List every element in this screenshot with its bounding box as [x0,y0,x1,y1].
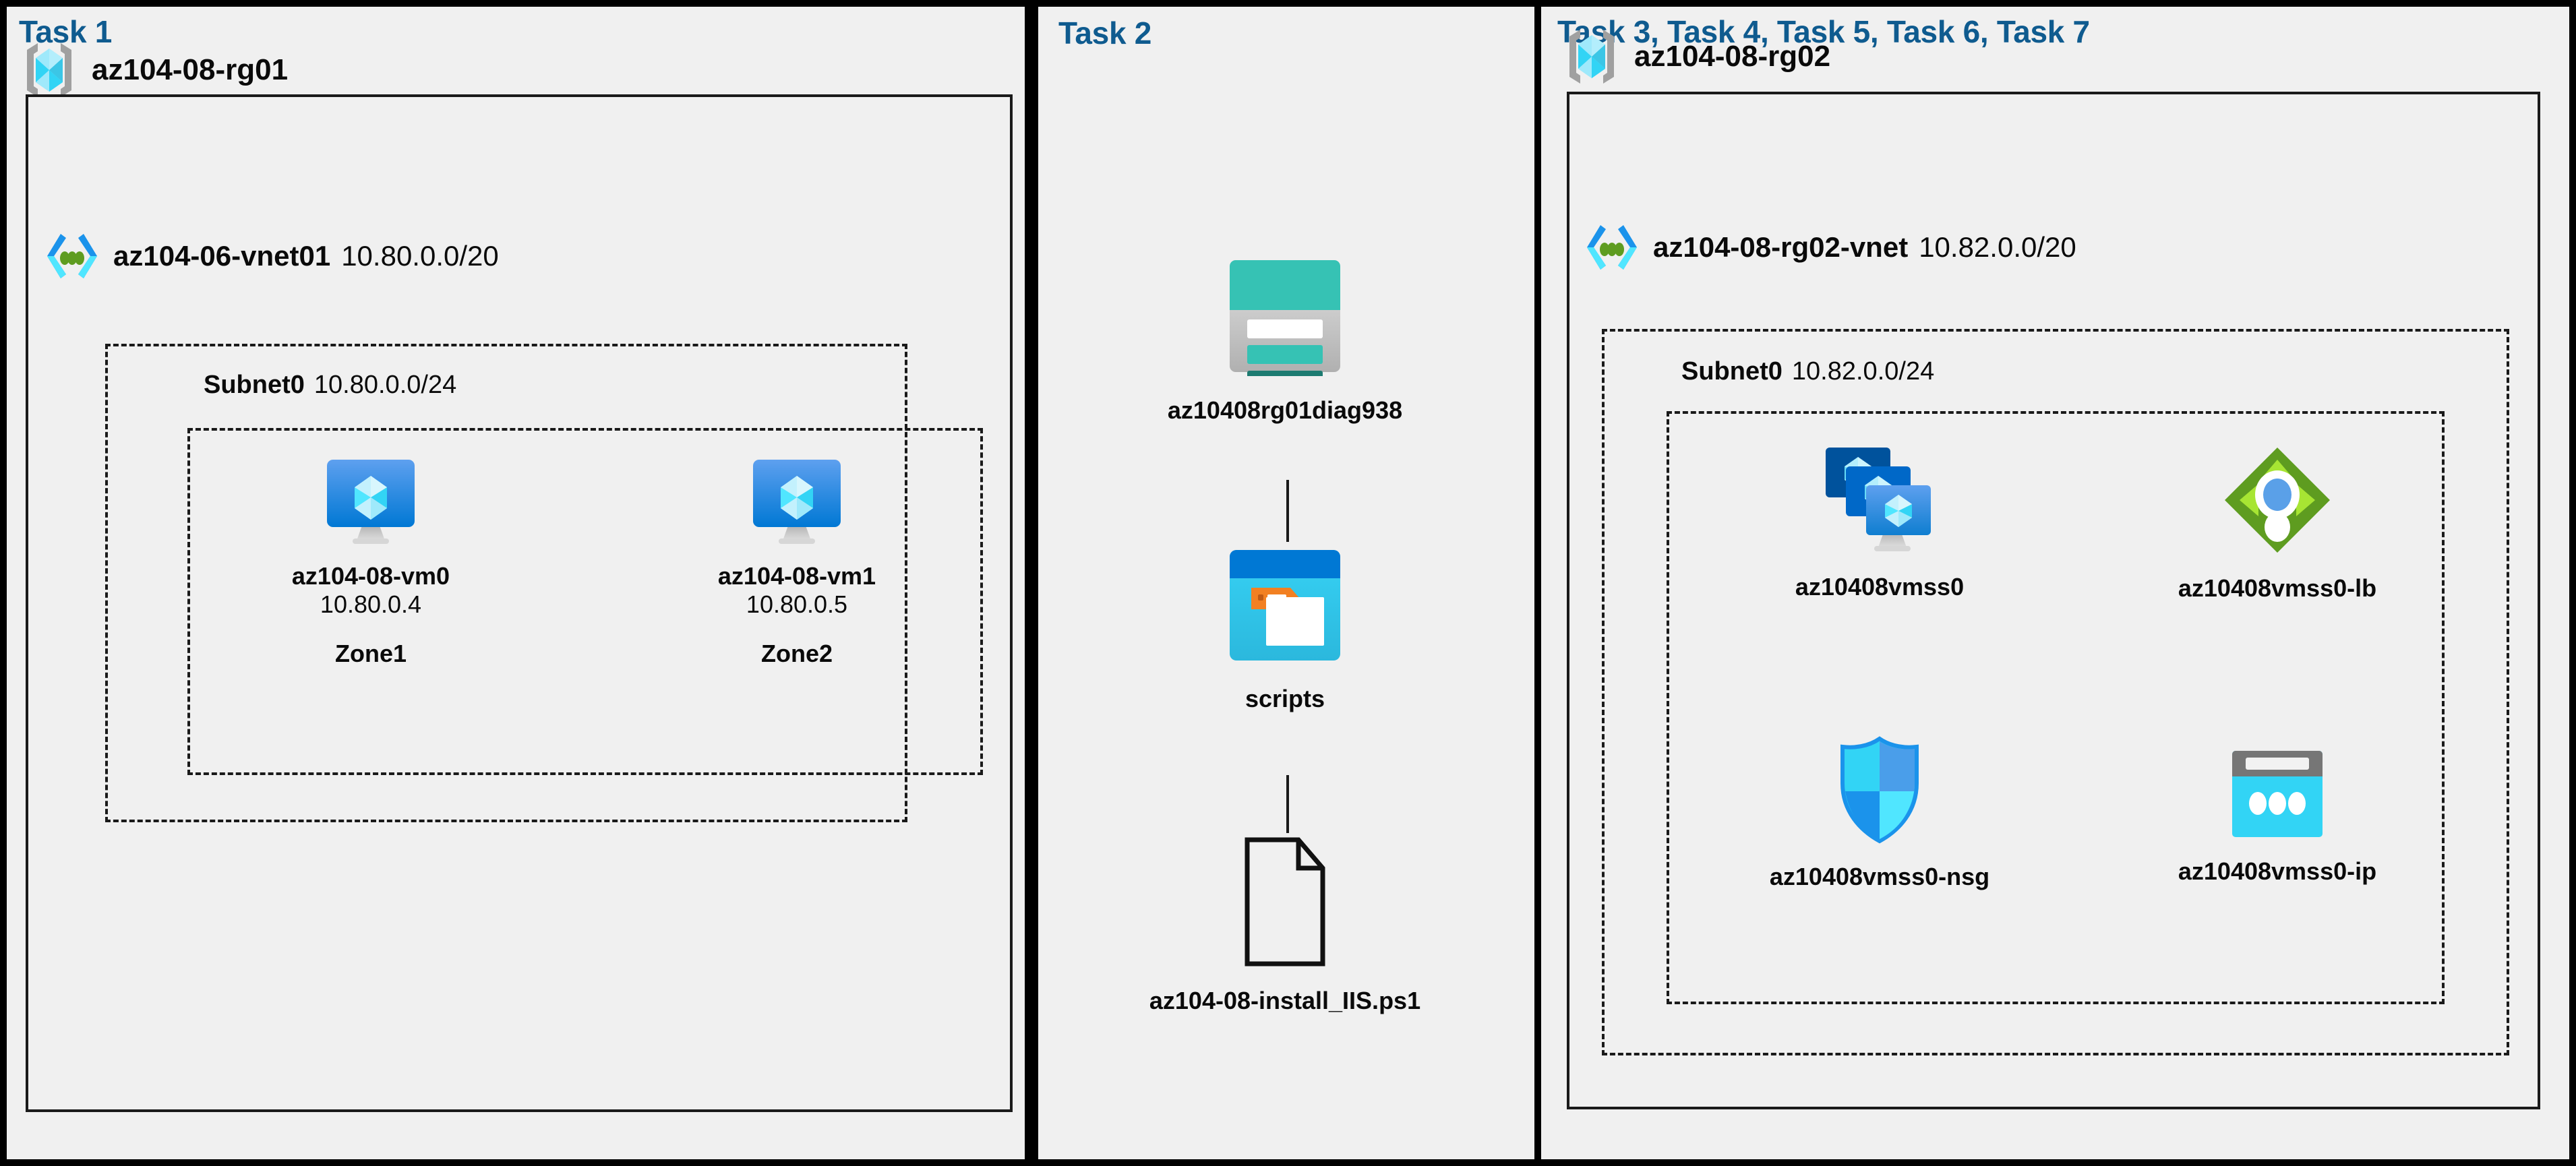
subnet-label-subnet0-rg01: Subnet0 10.80.0.0/24 [204,371,456,400]
vnet-name-az104-06-vnet01: az104-06-vnet01 [113,240,331,272]
vnet-header-az104-06-vnet01: az104-06-vnet01 10.80.0.0/20 [46,231,499,281]
vm-ip-az104-08-vm0: 10.80.0.4 [320,590,422,619]
storage-account-name: az10408rg01diag938 [1167,396,1403,424]
panel-task-3-to-7: Task 3, Task 4, Task 5, Task 6, Task 7 a… [1534,0,2576,1166]
subnet-name-rg01: Subnet0 [204,371,305,399]
nsg-name-az10408vmss0-nsg: az10408vmss0-nsg [1769,863,1990,890]
file-document-icon [1242,836,1328,968]
panel-task-1: Task 1 az104-08-rg01 [0,0,1031,1166]
panel-task-2: Task 2 az10408rg01diag938 [1031,0,1544,1166]
task-3-to-7-title: Task 3, Task 4, Task 5, Task 6, Task 7 [1557,14,2090,49]
blob-container-icon [1226,546,1344,665]
network-security-group-icon [1836,736,1923,844]
storage-account-icon [1224,256,1346,376]
connector-container-to-file [1286,775,1289,833]
vm-name-az104-08-vm1: az104-08-vm1 [717,562,876,590]
vm-zone-az104-08-vm1: Zone2 [760,639,833,667]
task-1-title: Task 1 [19,14,112,49]
vnet-header-az104-08-rg02-vnet: az104-08-rg02-vnet 10.82.0.0/20 [1586,222,2076,272]
vnet-name-az104-08-rg02-vnet: az104-08-rg02-vnet [1653,231,1909,263]
vm-scale-set-icon [1819,445,1940,555]
resource-group-icon [24,40,74,100]
nsg-node-az10408vmss0-nsg[interactable]: az10408vmss0-nsg [1725,736,2035,891]
resource-group-header-rg01: az104-08-rg01 [24,40,288,100]
subnet-box-subnet0-rg02 [1602,329,2509,1055]
subnet-label-subnet0-rg02: Subnet0 10.82.0.0/24 [1681,357,1934,386]
resource-group-name-rg02: az104-08-rg02 [1634,40,1831,73]
public-ip-address-icon [2227,748,2328,840]
load-balancer-icon [2219,443,2335,557]
blob-container-name: scripts [1245,685,1325,712]
task-2-title: Task 2 [1058,16,1151,51]
blob-container-node[interactable]: scripts [1123,546,1447,713]
file-name: az104-08-install_IIS.ps1 [1149,987,1421,1014]
connector-storage-to-container [1286,480,1289,542]
file-node[interactable]: az104-08-install_IIS.ps1 [1110,836,1460,1015]
vm-node-az104-08-vm1[interactable]: az104-08-vm1 10.80.0.5 Zone2 [662,458,932,668]
vm-ip-az104-08-vm1: 10.80.0.5 [746,590,848,619]
vm-node-az104-08-vm0[interactable]: az104-08-vm0 10.80.0.4 Zone1 [236,458,506,668]
vmss-name-az10408vmss0: az10408vmss0 [1795,573,1965,601]
load-balancer-node-az10408vmss0-lb[interactable]: az10408vmss0-lb [2122,443,2432,603]
virtual-network-icon [46,231,98,281]
storage-account-node[interactable]: az10408rg01diag938 [1123,256,1447,425]
load-balancer-name-az10408vmss0-lb: az10408vmss0-lb [2178,574,2377,602]
resource-group-body-rg02 [1567,92,2540,1109]
public-ip-node-az10408vmss0-ip[interactable]: az10408vmss0-ip [2122,748,2432,886]
virtual-network-icon [1586,222,1638,272]
virtual-machine-icon [323,458,419,547]
public-ip-name-az10408vmss0-ip: az10408vmss0-ip [2178,857,2377,885]
subnet-cidr-rg01: 10.80.0.0/24 [313,371,457,399]
vmss-node-az10408vmss0[interactable]: az10408vmss0 [1725,445,2035,601]
vnet-cidr-az104-06-vnet01: 10.80.0.0/20 [341,240,499,272]
vm-zone-az104-08-vm0: Zone1 [334,639,407,667]
virtual-machine-icon [749,458,845,547]
subnet-name-rg02: Subnet0 [1681,357,1783,386]
resource-group-name-rg01: az104-08-rg01 [92,53,289,86]
vm-name-az104-08-vm0: az104-08-vm0 [291,562,450,590]
resource-group-header-rg02: az104-08-rg02 [1567,27,1830,86]
vnet-cidr-az104-08-rg02-vnet: 10.82.0.0/20 [1919,231,2076,263]
vm-zone-box-rg01 [187,428,983,775]
resource-group-inner-dashed-box-rg02 [1667,411,2445,1004]
subnet-box-subnet0-rg01 [105,344,907,822]
resource-group-body-rg01 [26,94,1013,1112]
subnet-cidr-rg02: 10.82.0.0/24 [1791,357,1935,386]
resource-group-icon [1567,27,1617,86]
